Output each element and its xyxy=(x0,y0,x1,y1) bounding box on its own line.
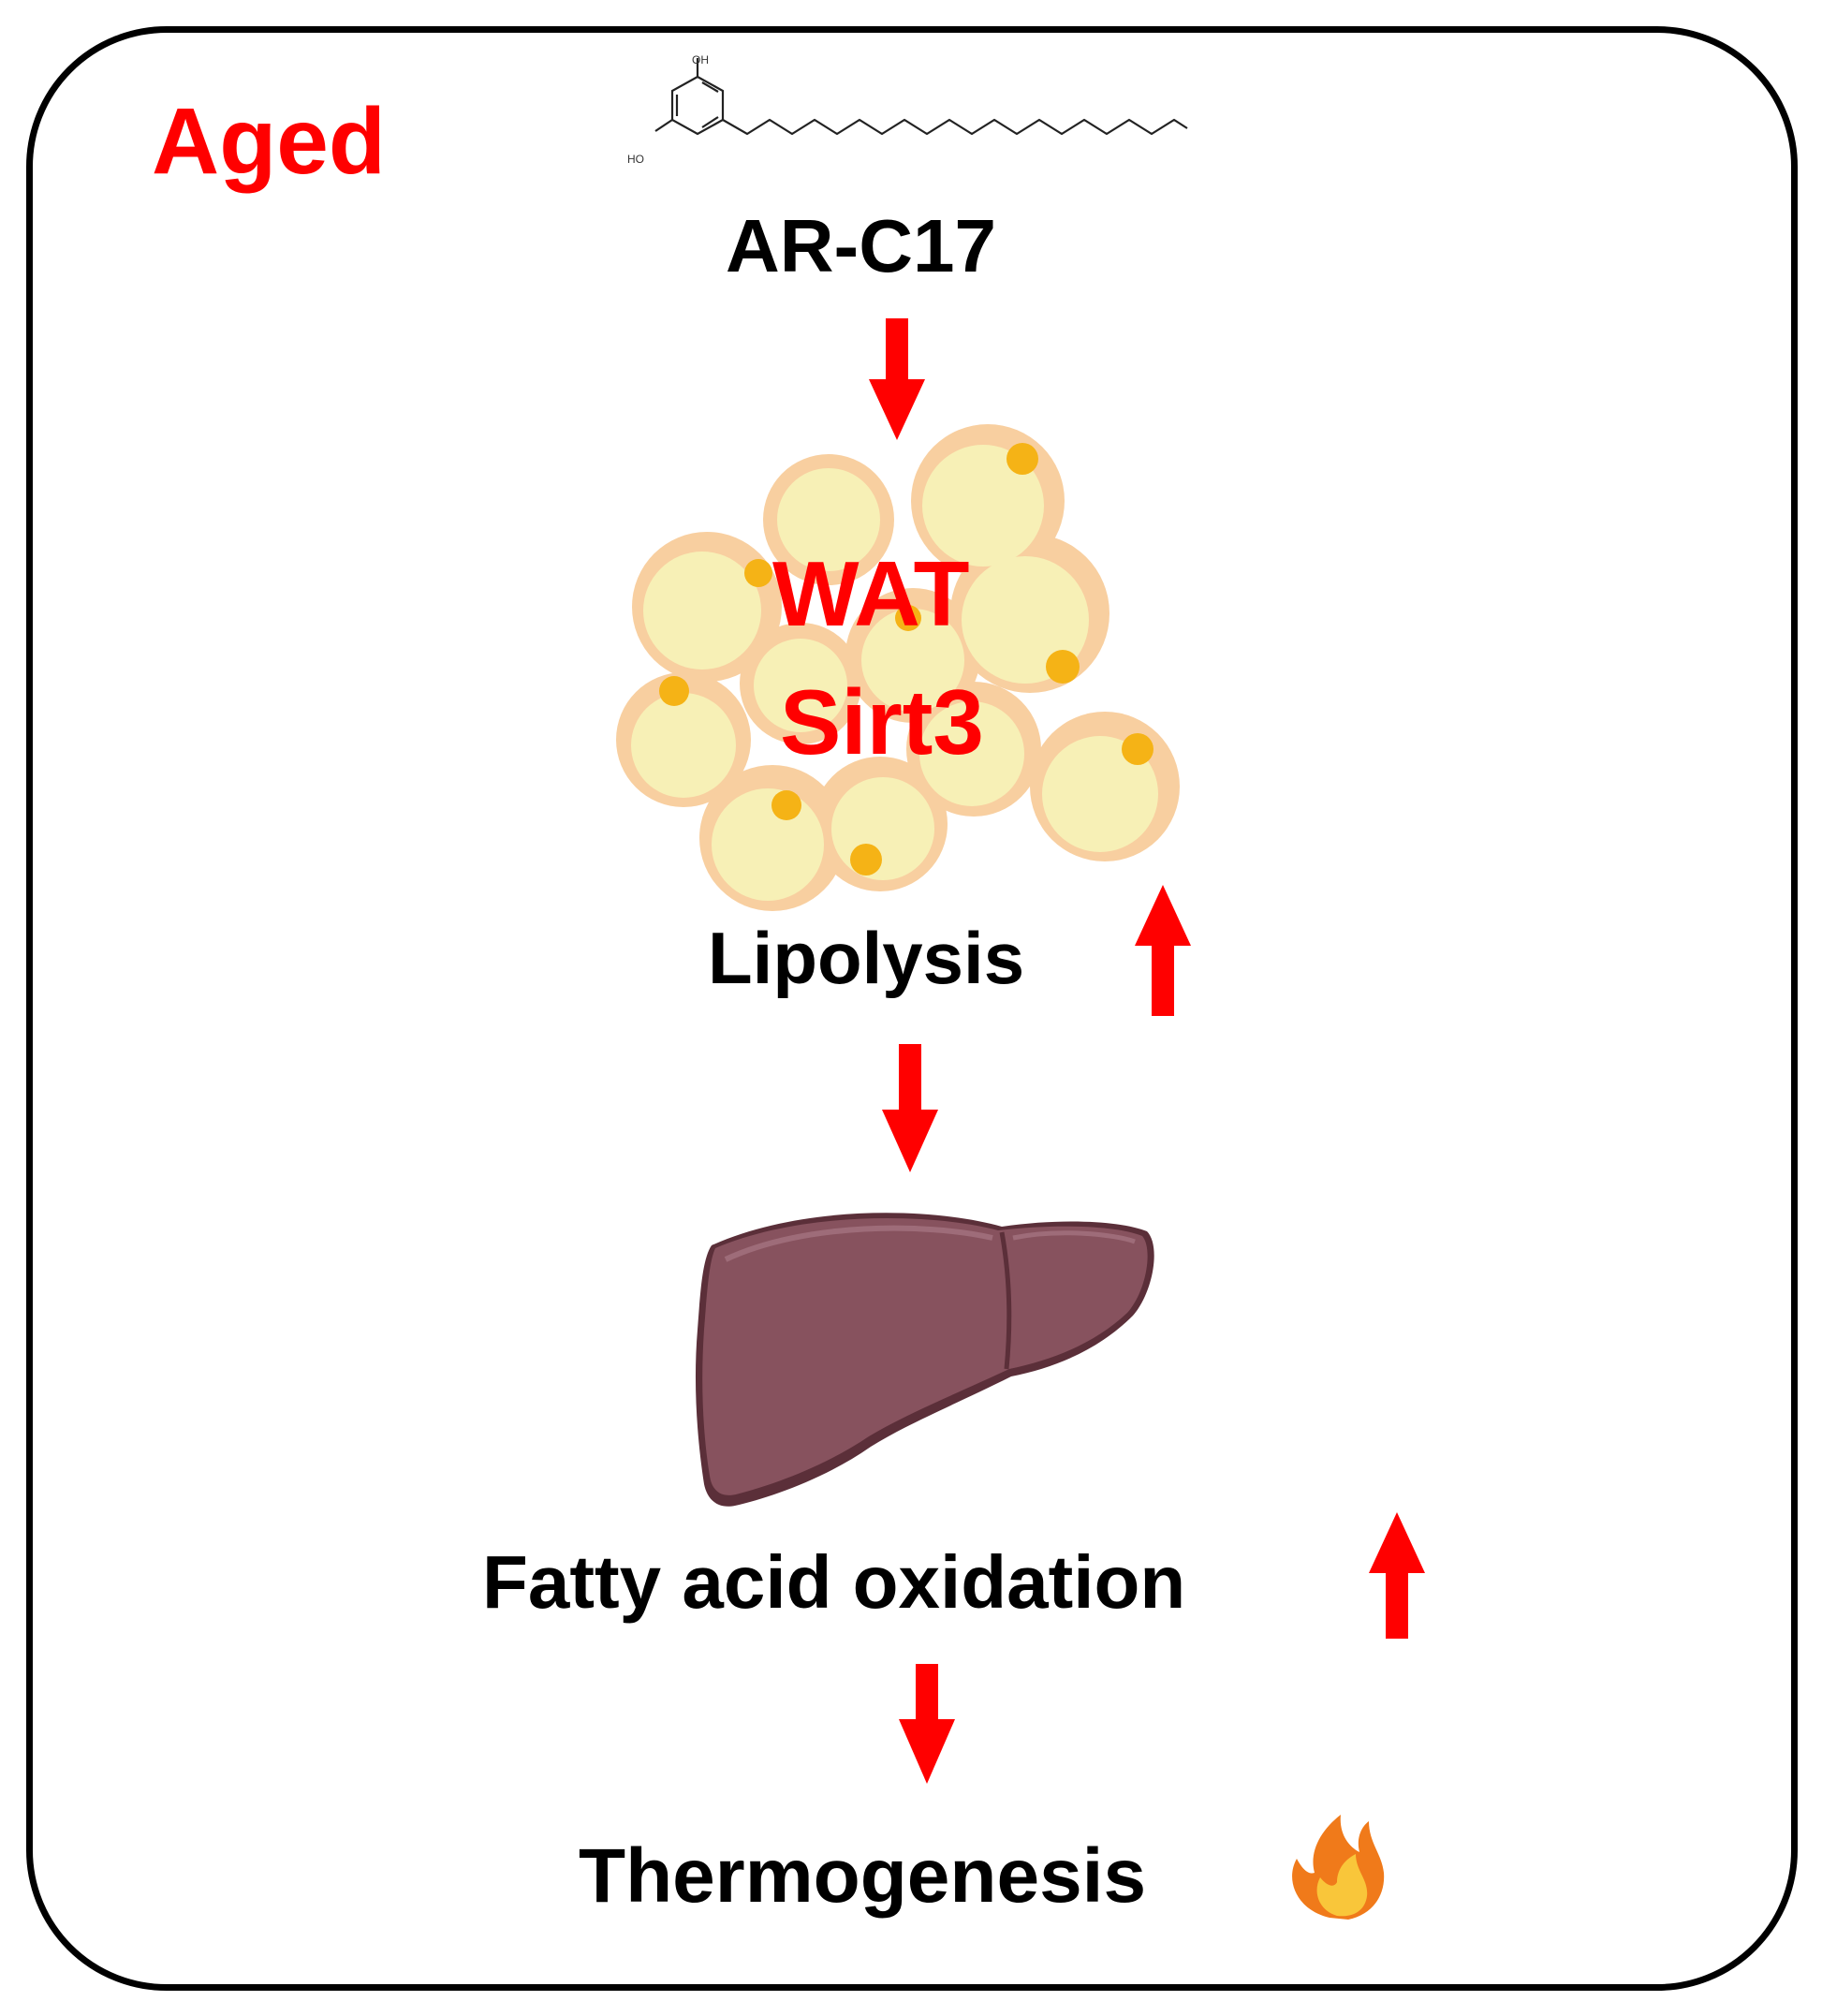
fatty-acid-oxidation-label: Fatty acid oxidation xyxy=(482,1540,1186,1624)
down-arrow-icon xyxy=(882,1044,938,1172)
up-arrow-icon xyxy=(1369,1512,1425,1639)
fire-icon xyxy=(1292,1815,1385,1920)
up-arrow-icon xyxy=(1135,885,1191,1016)
hydroxyl-label-top: OH xyxy=(692,53,709,66)
compound-label: AR-C17 xyxy=(726,204,996,287)
down-arrow-icon xyxy=(869,318,925,440)
condition-label: Aged xyxy=(152,89,386,194)
thermogenesis-label: Thermogenesis xyxy=(579,1833,1147,1919)
molecule-structure-icon xyxy=(654,58,1188,136)
liver-icon xyxy=(695,1213,1154,1507)
tissue-label: WAT xyxy=(772,542,970,645)
hydroxyl-label-left: HO xyxy=(627,153,644,166)
down-arrow-icon xyxy=(899,1664,955,1784)
panel-frame xyxy=(26,26,1798,1991)
adipocyte-cluster-icon xyxy=(616,424,1180,911)
protein-label: Sirt3 xyxy=(780,670,984,773)
lipolysis-label: Lipolysis xyxy=(708,917,1025,999)
